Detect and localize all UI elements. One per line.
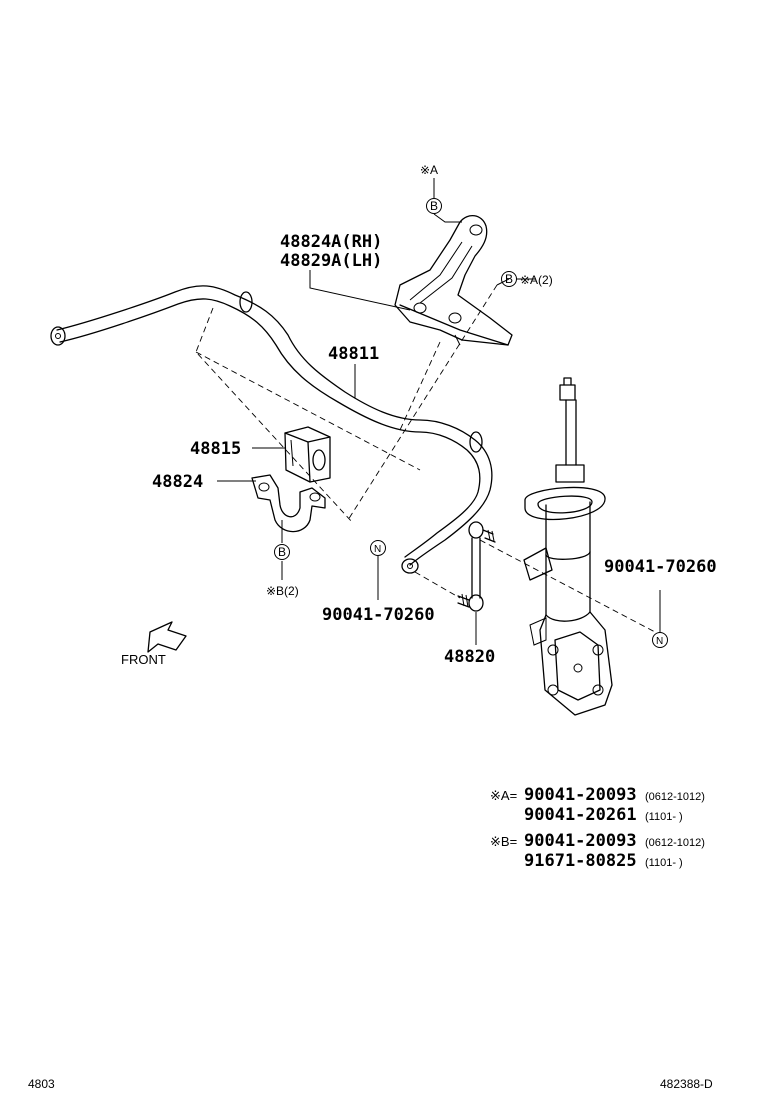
note-b1-range: (0612-1012)	[645, 837, 705, 849]
footer-left: 4803	[28, 1077, 55, 1091]
label-link: 48820	[444, 647, 495, 667]
note-a-prefix: ※A=	[490, 788, 517, 803]
callout-b-bottom: B	[278, 545, 286, 559]
label-front: FRONT	[121, 652, 166, 667]
callout-n-left: N	[374, 544, 381, 555]
note-a1-part: 90041-20093	[524, 785, 637, 805]
label-bracket-lh: 48829A(LH)	[280, 251, 382, 271]
note-a2-range: (1101- )	[645, 811, 683, 823]
label-stabilizer-bar: 48811	[328, 344, 379, 364]
assembly-dashed-lines	[195, 284, 656, 633]
callout-circles	[274, 198, 668, 648]
front-arrow-icon	[147, 621, 187, 653]
label-bushing-bracket: 48824	[152, 472, 203, 492]
label-nut-left: 90041-70260	[322, 605, 435, 625]
note-b1-part: 90041-20093	[524, 831, 637, 851]
bushing-48815	[284, 426, 331, 483]
footer-right: 482388-D	[660, 1077, 713, 1091]
notes-block: ※A= 90041-20093 (0612-1012) 90041-20261 …	[490, 785, 705, 871]
callout-mark-a2: ※A(2)	[520, 273, 553, 287]
callout-b-top: B	[430, 199, 438, 213]
note-b-prefix: ※B=	[490, 834, 517, 849]
stabilizer-bar	[50, 285, 493, 574]
label-bracket-rh: 48824A(RH)	[280, 232, 382, 252]
bushing-bracket-48824	[251, 474, 326, 533]
callout-n-right: N	[656, 636, 663, 647]
callout-b-right: B	[505, 272, 513, 286]
note-a1-range: (0612-1012)	[645, 791, 705, 803]
note-a2-part: 90041-20261	[524, 805, 637, 825]
label-nut-right: 90041-70260	[604, 557, 717, 577]
bracket-48824a	[394, 215, 513, 346]
strut-assembly	[523, 377, 613, 716]
note-b2-range: (1101- )	[645, 857, 683, 869]
note-b2-part: 91671-80825	[524, 851, 637, 871]
callout-mark-b2: ※B(2)	[266, 584, 299, 598]
leader-lines	[217, 178, 661, 645]
label-bushing: 48815	[190, 439, 241, 459]
callout-mark-a-top: ※A	[420, 163, 438, 177]
stabilizer-link-48820	[457, 521, 496, 612]
